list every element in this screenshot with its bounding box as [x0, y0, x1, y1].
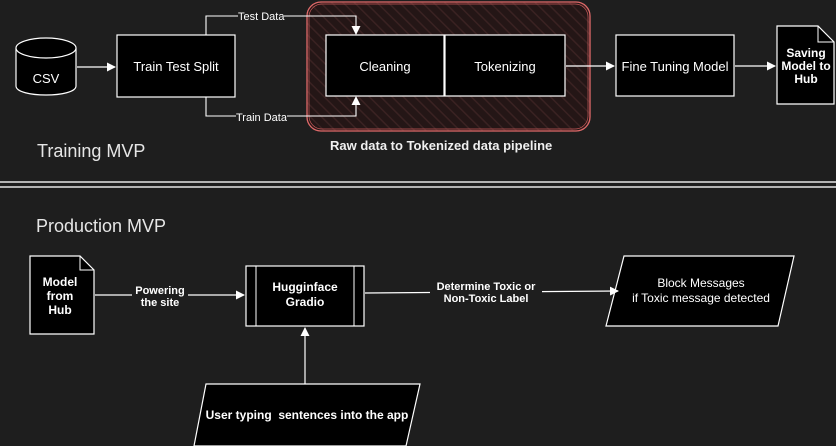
production-section-title: Production MVP	[36, 216, 167, 236]
gradio-box	[245, 265, 365, 327]
powering-edge-label: Powering the site	[132, 285, 188, 309]
tokenizing-label: Tokenizing	[474, 58, 536, 74]
gradio-label: Hugginface Gradio	[272, 280, 338, 309]
user-input-label: User typing sentences into the app	[205, 408, 409, 422]
training-section-title: Training MVP	[37, 141, 146, 161]
tokenizing-box	[444, 34, 566, 97]
block-messages-line1: Block Messages	[657, 276, 745, 290]
fine-tuning-box	[615, 34, 735, 97]
block-messages-line2: if Toxic message detected	[632, 291, 770, 305]
train-test-split-box	[116, 34, 236, 98]
block-messages-shape	[605, 255, 795, 327]
train-data-edge-label: Train Data	[236, 112, 287, 124]
user-input-shape	[193, 383, 421, 446]
test-data-edge-label: Test Data	[238, 11, 285, 23]
saving-model-document	[776, 25, 835, 105]
determine-edge-label: Determine Toxic or Non-Toxic Label	[430, 281, 542, 305]
cleaning-label: Cleaning	[359, 58, 411, 74]
model-from-hub-label: Model from Hub	[42, 275, 78, 317]
saving-model-label: Saving Model to Hub	[781, 45, 831, 86]
model-from-hub-document	[29, 255, 95, 335]
fine-tuning-label: Fine Tuning Model	[621, 58, 729, 74]
cleaning-box	[325, 34, 445, 97]
csv-label: CSV	[32, 70, 60, 86]
pipeline-caption: Raw data to Tokenized data pipeline	[330, 138, 553, 153]
train-test-split-label: Train Test Split	[133, 58, 219, 74]
csv-database-icon	[15, 37, 77, 96]
